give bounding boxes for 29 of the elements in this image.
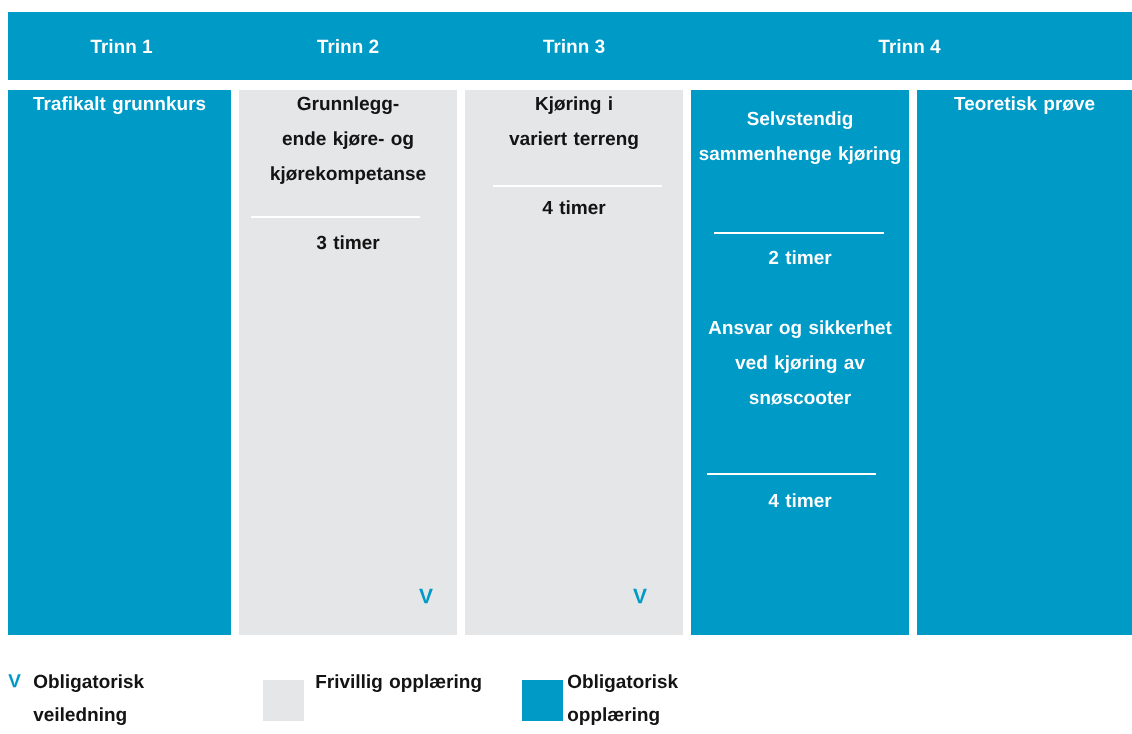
- column-box: [917, 90, 1132, 635]
- column-box: [8, 90, 231, 635]
- column-box: [691, 90, 909, 635]
- column-heading: Trinn 1: [90, 39, 153, 53]
- step-title: Kjøring i variert terreng: [509, 96, 638, 149]
- header-cell: [8, 12, 235, 80]
- step-title: Ansvar og sikkerhet ved kjøring av snøscooter: [708, 320, 892, 405]
- guidance-mark: V: [633, 588, 647, 604]
- step-title: Teoretisk prøve: [954, 96, 1095, 114]
- legend-text: Obligatorisk veiledning: [33, 674, 145, 725]
- duration-text: 2 timer: [769, 250, 832, 265]
- guidance-mark: V: [419, 588, 433, 604]
- duration-text: 3 timer: [316, 235, 380, 250]
- header-cell: [687, 12, 1132, 80]
- legend-text: Obligatorisk opplæring: [567, 674, 679, 725]
- column-heading: Trinn 2: [317, 39, 379, 53]
- legend-text: Frivillig opplæring: [316, 674, 481, 692]
- duration-text: 4 timer: [768, 493, 832, 508]
- step-title: Grunnlegg- ende kjøre- og kjørekompetanse: [271, 96, 426, 184]
- step-title: Selvstendig sammenhenge kjøring: [699, 111, 901, 164]
- step-title: Trafikalt grunnkurs: [33, 96, 206, 114]
- header-cell: [235, 12, 461, 80]
- column-box: [239, 90, 457, 635]
- guidance-mark: V: [8, 674, 21, 688]
- column-heading: Trinn 3: [543, 39, 605, 53]
- duration-text: 4 timer: [542, 200, 606, 215]
- header-cell: [461, 12, 687, 80]
- column-heading: Trinn 4: [878, 39, 941, 53]
- column-box: [465, 90, 683, 635]
